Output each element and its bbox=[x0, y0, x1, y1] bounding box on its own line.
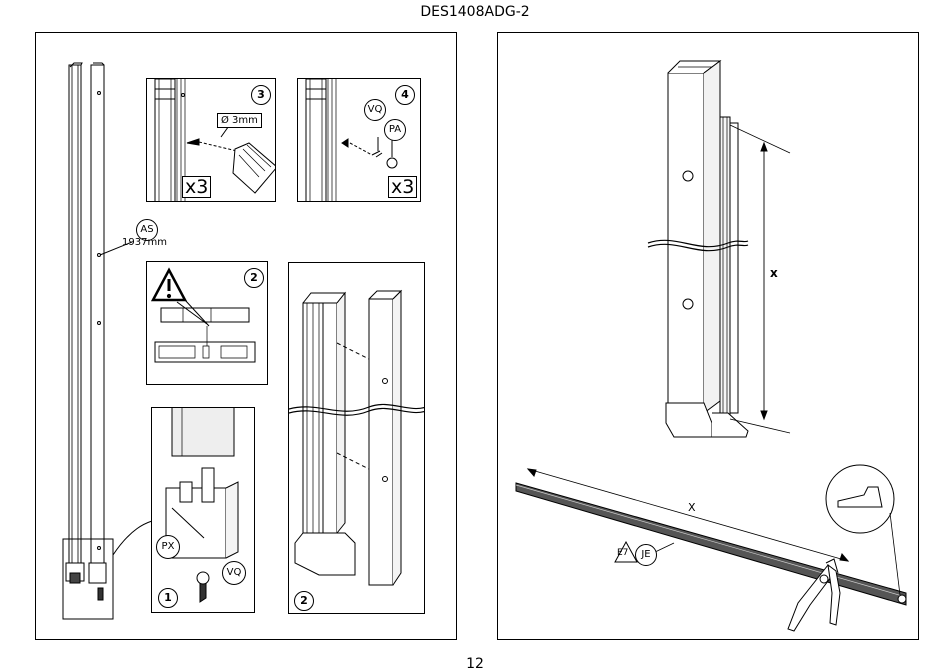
step1-number-badge: 1 bbox=[158, 588, 178, 608]
step4-number-badge: 4 bbox=[395, 85, 415, 105]
step1-base-inset: PX VQ 1 bbox=[151, 407, 255, 613]
step2-profiles-inset: 2 bbox=[288, 262, 425, 614]
profile-length-label: 1937mm bbox=[122, 237, 167, 248]
callout-as: AS bbox=[136, 219, 158, 241]
right-instruction-panel: x X E7 JE bbox=[497, 32, 919, 640]
left-instruction-panel: AS 1937mm Ø 3mm x3 3 bbox=[35, 32, 457, 640]
detail-zoom-box bbox=[62, 538, 114, 620]
step3-drawing bbox=[154, 79, 275, 201]
step4-drawing bbox=[305, 79, 398, 201]
zoom-target-circle bbox=[897, 594, 907, 604]
step2-warning-inset: 2 bbox=[146, 261, 268, 385]
callout-px: PX bbox=[156, 535, 180, 559]
detail-leader-line bbox=[112, 520, 153, 556]
step4-quantity: x3 bbox=[388, 176, 418, 198]
zoom-leader-line bbox=[889, 512, 901, 596]
document-code: DES1408ADG-2 bbox=[420, 4, 530, 20]
step3-quantity: x3 bbox=[182, 176, 212, 198]
step2-warning-number-badge: 2 bbox=[244, 268, 264, 288]
right-panel-drawing bbox=[515, 60, 907, 632]
floor-strip bbox=[515, 482, 907, 606]
callout-vq-step4: VQ bbox=[364, 99, 386, 121]
strip-dimension-arrows bbox=[526, 468, 850, 562]
page-number: 12 bbox=[466, 656, 484, 672]
step2-profiles-drawing bbox=[289, 289, 424, 586]
vertical-dimension-label: x bbox=[770, 266, 778, 280]
callout-vq-step1: VQ bbox=[222, 561, 246, 585]
as-leader-line bbox=[99, 241, 133, 256]
callout-triangle-e7 bbox=[614, 541, 638, 563]
vertical-dimension-arrows bbox=[760, 141, 768, 421]
step4-screw-inset: VQ PA x3 4 bbox=[297, 78, 421, 202]
tall-profile bbox=[647, 60, 749, 438]
callout-e7-label: E7 bbox=[617, 548, 629, 558]
dimension-extension-lines bbox=[729, 124, 791, 434]
step2-profiles-number-badge: 2 bbox=[294, 591, 314, 611]
step3-number-badge: 3 bbox=[251, 85, 271, 105]
step1-drawing bbox=[165, 408, 239, 603]
strip-dimension-label: X bbox=[688, 501, 696, 514]
left-panel-drawing bbox=[62, 62, 153, 620]
strip-dimension-line bbox=[527, 468, 849, 562]
warning-drawing bbox=[150, 267, 256, 363]
long-profile-pair bbox=[65, 62, 107, 601]
pliers bbox=[787, 558, 841, 632]
drill-diameter-label: Ø 3mm bbox=[217, 113, 262, 128]
callout-je: JE bbox=[635, 544, 657, 566]
callout-pa: PA bbox=[384, 119, 406, 141]
strip-profile-section bbox=[837, 486, 883, 508]
step3-drill-inset: Ø 3mm x3 3 bbox=[146, 78, 276, 202]
